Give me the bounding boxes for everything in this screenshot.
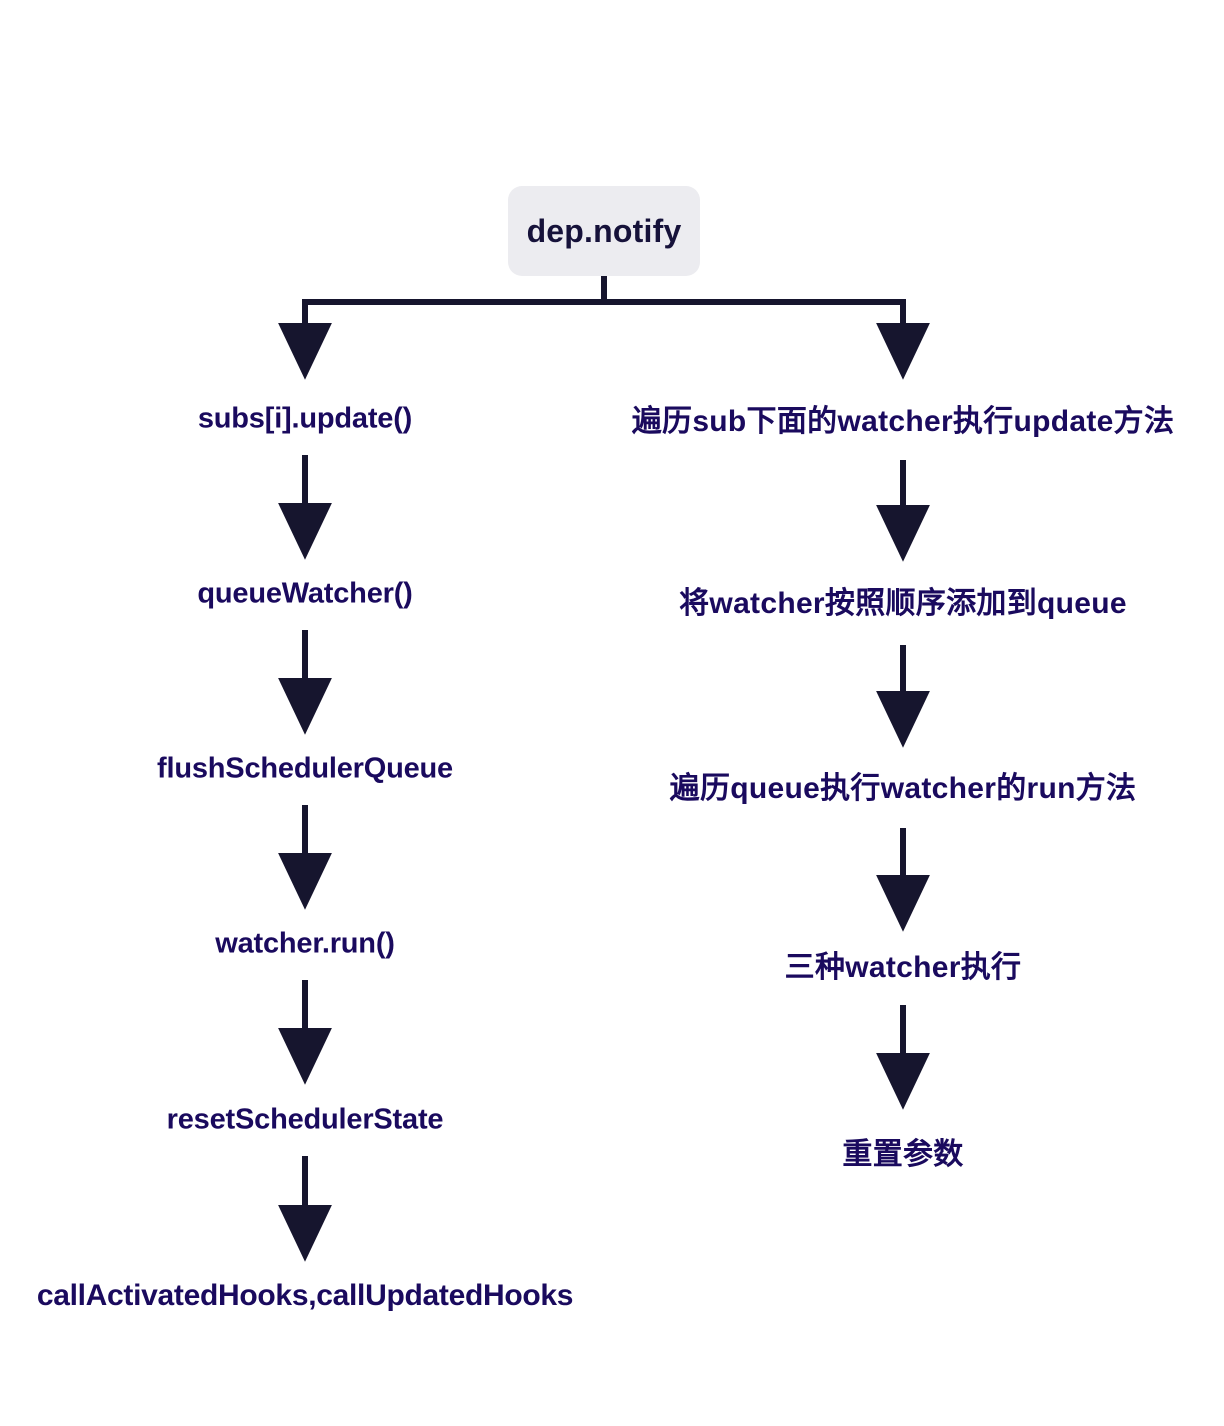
node-three-watchers-label: 三种watcher执行 — [784, 950, 1022, 984]
node-traverse-queue-run-label: 遍历queue执行watcher的run方法 — [669, 771, 1137, 805]
node-call-hooks[interactable]: callActivatedHooks,callUpdatedHooks — [36, 1278, 574, 1314]
node-queue-watcher[interactable]: queueWatcher() — [197, 577, 412, 610]
node-flush-scheduler-queue[interactable]: flushSchedulerQueue — [157, 752, 453, 785]
node-dep-notify[interactable]: dep.notify — [508, 186, 700, 276]
node-subs-update[interactable]: subs[i].update() — [198, 402, 412, 435]
node-flush-scheduler-queue-label: flushSchedulerQueue — [157, 752, 453, 785]
node-add-watcher-to-queue[interactable]: 将watcher按照顺序添加到queue — [679, 587, 1127, 622]
node-watcher-run-label: watcher.run() — [215, 927, 395, 960]
node-watcher-run[interactable]: watcher.run() — [215, 927, 395, 960]
node-call-hooks-label: callActivatedHooks,callUpdatedHooks — [36, 1278, 574, 1312]
node-traverse-queue-run[interactable]: 遍历queue执行watcher的run方法 — [670, 772, 1137, 807]
node-subs-update-label: subs[i].update() — [197, 402, 413, 435]
node-add-watcher-to-queue-label: 将watcher按照顺序添加到queue — [679, 586, 1127, 620]
node-dep-notify-label: dep.notify — [526, 212, 682, 249]
node-reset-params[interactable]: 重置参数 — [842, 1138, 963, 1173]
node-traverse-sub-watchers[interactable]: 遍历sub下面的watcher执行update方法 — [632, 405, 1175, 440]
node-reset-scheduler-state[interactable]: resetSchedulerState — [167, 1103, 444, 1136]
node-reset-scheduler-state-label: resetSchedulerState — [166, 1103, 444, 1136]
node-three-watchers[interactable]: 三种watcher执行 — [785, 951, 1022, 986]
node-reset-params-label: 重置参数 — [842, 1137, 964, 1171]
fork-connector — [278, 272, 930, 380]
node-queue-watcher-label: queueWatcher() — [197, 577, 413, 610]
node-traverse-sub-watchers-label: 遍历sub下面的watcher执行update方法 — [631, 404, 1175, 438]
